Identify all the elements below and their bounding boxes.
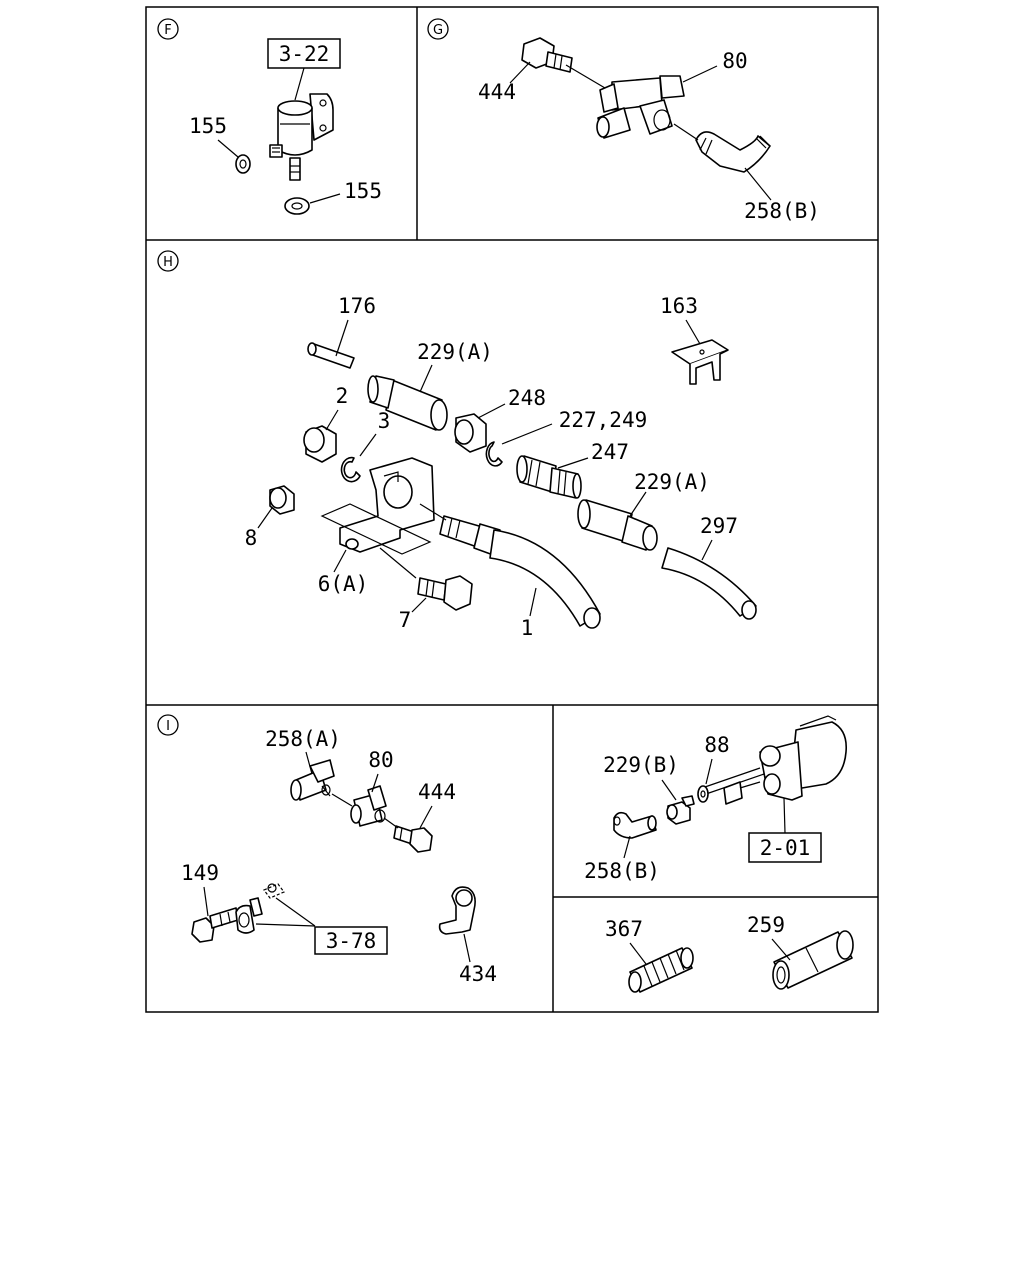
hose-fitting-229a-lower-drawing: [577, 499, 658, 551]
svg-text:3-78: 3-78: [326, 929, 377, 953]
part-label-248: 248: [508, 386, 546, 410]
tee-fitting-80-drawing: [565, 64, 685, 139]
section-k: 367 259: [605, 913, 854, 993]
part-label-6a: 6(A): [318, 572, 369, 596]
ref-box-2-01[interactable]: 2-01: [748, 832, 822, 863]
clip-434-drawing: [438, 886, 476, 935]
part-label-80-i: 80: [368, 748, 393, 772]
nut-8-drawing: [269, 485, 295, 515]
washer-88-drawing: [697, 785, 709, 803]
svg-text:I: I: [166, 719, 170, 734]
svg-text:F: F: [164, 23, 171, 38]
hose-297-drawing: [661, 547, 757, 620]
svg-text:H: H: [163, 255, 173, 270]
bolt-444-drawing: [521, 37, 573, 73]
bolt-149-drawing: [191, 907, 239, 943]
part-label-88: 88: [704, 733, 729, 757]
part-label-258b: 258(B): [744, 199, 820, 223]
actuator-drawing: [701, 715, 848, 805]
section-f: F 3-22 155: [157, 18, 382, 215]
part-label-367: 367: [605, 917, 643, 941]
part-label-155-lower: 155: [344, 179, 382, 203]
hose-1-drawing: [419, 503, 601, 629]
part-label-80: 80: [722, 49, 747, 73]
part-label-1: 1: [521, 616, 534, 640]
part-label-229a-upper: 229(A): [417, 340, 493, 364]
sleeve-259-drawing: [772, 930, 854, 990]
part-label-229a-lower: 229(A): [634, 470, 710, 494]
part-label-434: 434: [459, 962, 497, 986]
bracket-163-drawing: [671, 339, 729, 385]
section-marker-h: H: [157, 250, 179, 272]
washer-155-lower-drawing: [284, 197, 310, 215]
part-label-2: 2: [336, 384, 349, 408]
clip-227-249-drawing: [485, 441, 503, 467]
hose-fitting-229a-upper-drawing: [367, 375, 448, 431]
svg-text:G: G: [433, 23, 443, 38]
section-marker-g: G: [427, 18, 449, 40]
clip-3-drawing: [340, 456, 361, 483]
part-label-258b-j: 258(B): [584, 859, 660, 883]
section-g: G 444 80: [427, 18, 820, 223]
pressure-switch-drawing: [269, 93, 334, 181]
part-label-229b: 229(B): [603, 753, 679, 777]
union-247-drawing: [516, 455, 582, 499]
section-j: 2-01 88 229(B) 258(B): [584, 715, 848, 883]
nut-248-drawing: [454, 413, 487, 453]
section-i: I: [157, 714, 497, 986]
part-label-3: 3: [378, 409, 391, 433]
elbow-258a-drawing: [290, 759, 335, 801]
part-label-176: 176: [338, 294, 376, 318]
part-label-259: 259: [747, 913, 785, 937]
bracket-6a-drawing: [320, 457, 435, 555]
nut-2-drawing: [303, 425, 337, 463]
tee-fitting-80-i-drawing: [331, 785, 387, 827]
part-label-163: 163: [660, 294, 698, 318]
section-marker-f: F: [157, 18, 179, 40]
elbow-258b-drawing: [673, 123, 771, 173]
part-label-155-upper: 155: [189, 114, 227, 138]
part-label-247: 247: [591, 440, 629, 464]
diagram-frame: [145, 6, 879, 1013]
pipe-176-drawing: [307, 342, 355, 369]
elbow-258b-j-drawing: [613, 811, 657, 839]
part-label-149: 149: [181, 861, 219, 885]
bolt-7-drawing: [379, 547, 473, 611]
part-label-297: 297: [700, 514, 738, 538]
part-label-227-249: 227,249: [559, 408, 648, 432]
svg-text:3-22: 3-22: [279, 42, 330, 66]
part-label-444-i: 444: [418, 780, 456, 804]
bolt-444-i-drawing: [383, 817, 433, 853]
clamp-assembly-drawing: [235, 883, 285, 934]
part-label-258a: 258(A): [265, 727, 341, 751]
part-label-444: 444: [478, 80, 516, 104]
ref-box-3-22[interactable]: 3-22: [267, 38, 341, 69]
part-label-7: 7: [399, 608, 412, 632]
ref-box-3-78[interactable]: 3-78: [314, 926, 388, 955]
part-label-8: 8: [245, 526, 258, 550]
washer-155-upper-drawing: [235, 154, 251, 174]
section-h: H: [157, 250, 757, 640]
fitting-229b-drawing: [666, 795, 695, 825]
section-marker-i: I: [157, 714, 179, 736]
svg-text:2-01: 2-01: [760, 836, 811, 860]
coil-spring-367-drawing: [628, 947, 694, 993]
